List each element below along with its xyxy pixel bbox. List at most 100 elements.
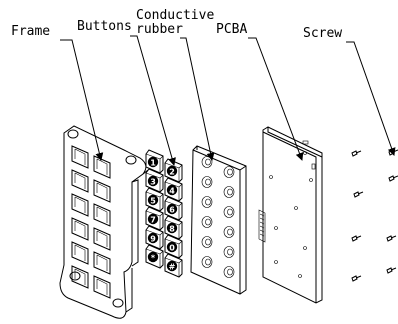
rubber-dome-center bbox=[205, 258, 211, 266]
button-key: 5 bbox=[145, 187, 164, 212]
screw bbox=[386, 235, 397, 242]
frame-window bbox=[71, 169, 89, 193]
label-conductive-rubber-line2: rubber bbox=[136, 22, 183, 37]
frame-window bbox=[71, 145, 89, 169]
rubber-dome-center bbox=[227, 228, 233, 236]
button-number-disc bbox=[147, 156, 159, 168]
rubber-dome bbox=[201, 176, 213, 188]
button-number: 1 bbox=[150, 159, 156, 168]
frame-window bbox=[71, 265, 89, 289]
frame-window bbox=[93, 251, 111, 275]
rubber-dome-center bbox=[205, 218, 211, 226]
screws-part bbox=[351, 149, 398, 282]
rubber-dome-center bbox=[205, 158, 211, 166]
rubber-dome-center bbox=[227, 268, 233, 276]
button-key: 3 bbox=[145, 168, 164, 193]
screw bbox=[388, 149, 398, 156]
button-number: 7 bbox=[150, 216, 156, 225]
rubber-dome-center bbox=[227, 168, 233, 176]
label-conductive-rubber-line1: Conductive bbox=[136, 8, 215, 23]
leader-lines bbox=[60, 35, 396, 166]
button-number: 5 bbox=[150, 197, 156, 206]
rubber-dome-center bbox=[205, 198, 211, 206]
conductive-rubber-part bbox=[190, 145, 247, 295]
button-number-disc bbox=[166, 222, 178, 234]
button-key: 6 bbox=[164, 196, 183, 221]
button-number: 2 bbox=[169, 168, 175, 177]
rubber-dome bbox=[201, 256, 213, 268]
rubber-dome bbox=[223, 246, 235, 258]
button-number-disc bbox=[147, 251, 159, 263]
rubber-dome-center bbox=[227, 188, 233, 196]
frame-window-inner bbox=[74, 268, 86, 285]
button-number: 6 bbox=[169, 206, 175, 215]
frame-window bbox=[93, 227, 111, 251]
frame-window bbox=[93, 155, 111, 179]
leader-conductive-rubber bbox=[180, 37, 215, 161]
button-key: # bbox=[164, 253, 183, 278]
label-screw: Screw bbox=[303, 26, 343, 41]
frame-hole-bottom-right bbox=[112, 298, 124, 308]
frame-window-inner bbox=[96, 206, 108, 223]
button-number-disc bbox=[166, 260, 178, 272]
frame-part bbox=[59, 125, 149, 319]
button-number: 0 bbox=[169, 244, 175, 253]
button-key: 2 bbox=[164, 158, 183, 183]
frame-window-inner bbox=[74, 196, 86, 213]
frame-window-inner bbox=[96, 158, 108, 175]
button-number-disc bbox=[166, 241, 178, 253]
rubber-dome bbox=[201, 156, 213, 168]
frame-window bbox=[93, 275, 111, 299]
frame-window bbox=[71, 241, 89, 265]
button-key: * bbox=[145, 244, 164, 269]
pcba-part bbox=[258, 126, 323, 304]
label-pcba: PCBA bbox=[216, 22, 248, 37]
frame-window-inner bbox=[96, 230, 108, 247]
label-buttons: Buttons bbox=[77, 19, 132, 34]
button-key: 7 bbox=[145, 206, 164, 231]
button-number: * bbox=[151, 254, 156, 263]
leader-buttons bbox=[130, 35, 176, 166]
rubber-dome-center bbox=[205, 238, 211, 246]
button-number-disc bbox=[147, 194, 159, 206]
button-number-disc bbox=[166, 203, 178, 215]
frame-window-inner bbox=[96, 278, 108, 295]
frame-window-inner bbox=[74, 244, 86, 261]
button-key: 8 bbox=[164, 215, 183, 240]
button-number: # bbox=[169, 263, 176, 272]
rubber-dome bbox=[201, 196, 213, 208]
frame-window bbox=[71, 217, 89, 241]
button-number-disc bbox=[147, 213, 159, 225]
rubber-dome bbox=[223, 186, 235, 198]
frame-hole-top-right bbox=[125, 155, 137, 165]
leader-screw bbox=[346, 41, 396, 156]
button-key: 9 bbox=[145, 225, 164, 250]
screw bbox=[351, 275, 362, 282]
leader-pcba bbox=[248, 37, 304, 161]
frame-window-inner bbox=[74, 220, 86, 237]
button-number-disc bbox=[166, 165, 178, 177]
rubber-dome-center bbox=[227, 208, 233, 216]
rubber-dome bbox=[201, 236, 213, 248]
frame-windows bbox=[71, 145, 111, 299]
button-key: 0 bbox=[164, 234, 183, 259]
button-number-disc bbox=[166, 184, 178, 196]
rubber-dome bbox=[223, 206, 235, 218]
rubber-dome bbox=[201, 216, 213, 228]
frame-window bbox=[71, 193, 89, 217]
button-number-disc bbox=[147, 232, 159, 244]
rubber-domes bbox=[201, 156, 235, 278]
frame-window bbox=[93, 179, 111, 203]
screw bbox=[353, 191, 364, 198]
screw bbox=[351, 235, 362, 242]
screw bbox=[388, 175, 398, 182]
button-number: 8 bbox=[169, 225, 175, 234]
frame-window-inner bbox=[74, 172, 86, 189]
rubber-dome bbox=[223, 226, 235, 238]
pcba-connector-pins bbox=[259, 213, 265, 237]
rubber-dome bbox=[223, 266, 235, 278]
button-key: 1 bbox=[145, 149, 164, 174]
button-number: 3 bbox=[150, 178, 156, 187]
